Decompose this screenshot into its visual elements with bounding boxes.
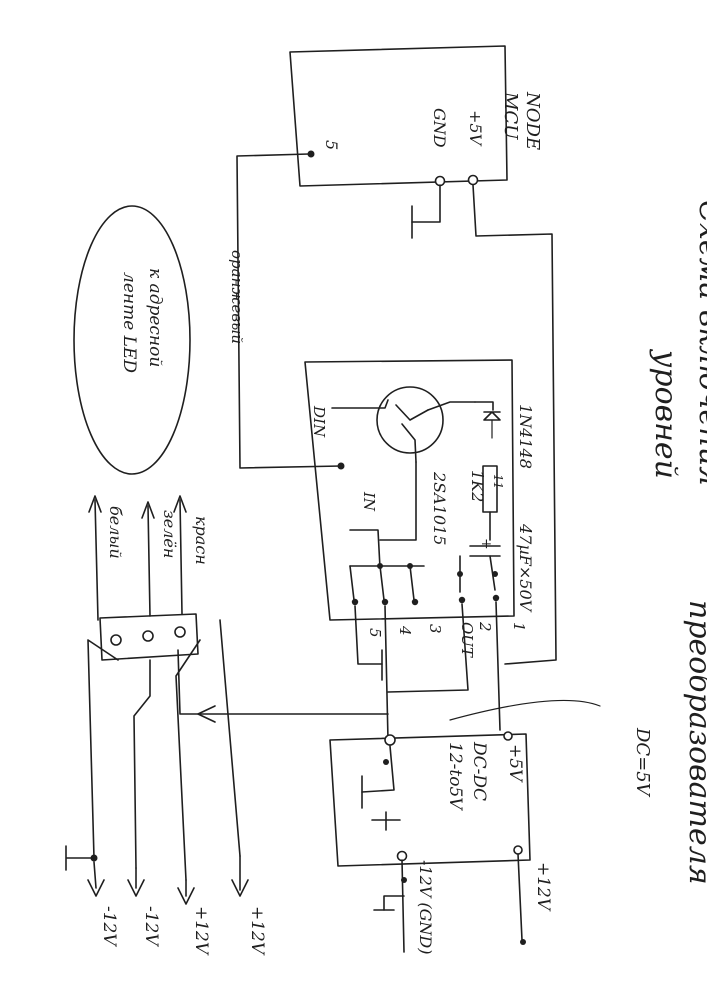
dcdc-in-minus: -12V (GND) xyxy=(416,860,435,955)
wire-white-label: белый xyxy=(106,506,125,559)
diode-label: 1N4148 xyxy=(516,404,535,469)
transistor-2sa1015 xyxy=(376,386,444,454)
led-note-line2: ленте LED xyxy=(119,272,139,373)
title-line2: уровней xyxy=(648,348,683,479)
dcdc-sub: 12-to5V xyxy=(445,742,465,811)
dcdc-out-plus: +5V xyxy=(505,744,525,783)
dcdc-title: DC-DC xyxy=(469,741,489,801)
mcu-pin-gnd-label: GND xyxy=(430,108,449,148)
supply-minus-1: -12V xyxy=(141,906,161,947)
capacitor-47uf xyxy=(469,545,501,557)
pin-label-5: 5 xyxy=(366,628,384,638)
pin-label-2: 2 xyxy=(476,621,494,632)
wire-orange-label: оранжевый xyxy=(228,250,246,344)
dcdc-in-plus: +12V xyxy=(533,862,553,912)
transistor-label: 2SA1015 xyxy=(430,471,449,545)
pin-label-3: 3 xyxy=(426,624,444,634)
din-label: DIN xyxy=(310,405,328,438)
capacitor-label: 47µF×50V xyxy=(516,523,535,613)
resistor-mark: 11 xyxy=(491,474,505,489)
dcdc-converter: DC-DC 12-to5V +5V xyxy=(329,731,531,867)
resistor-label: 1K2 xyxy=(468,470,487,502)
mcu-pin-d-label: 5 xyxy=(322,140,341,150)
mcu-name-line1: NODE xyxy=(522,91,543,150)
diagram-title: Схема включения уровней преобразователя … xyxy=(632,200,707,885)
title-line1: Схема включения xyxy=(692,200,707,486)
led-note: к адресной ленте LED xyxy=(73,205,191,475)
mcu-pin-gnd xyxy=(434,175,446,187)
wire-red-label: красн xyxy=(192,516,211,565)
wire-green-label: зелён xyxy=(160,510,179,558)
supply-minus-2: -12V xyxy=(99,906,119,947)
converter-pin-header xyxy=(351,594,500,606)
in-label: IN xyxy=(360,491,378,512)
mcu-pin-d xyxy=(307,150,315,158)
diode-1n4148 xyxy=(483,411,501,421)
level-converter-board: 2SA1015 1N4148 11 1K2 + 47µF×50V IN DIN xyxy=(304,359,535,658)
mcu-pin-5v-label: +5V xyxy=(466,110,485,147)
capacitor-polarity: + xyxy=(478,538,494,550)
dc-label: DC=5V xyxy=(632,727,653,798)
led-connector: красн зелён белый xyxy=(88,495,211,661)
pin-label-out: OUT xyxy=(458,622,476,658)
mcu-pin-5v xyxy=(467,174,479,186)
supply-plus-1: +12V xyxy=(247,906,267,956)
nodemcu-module: NODE MCU +5V GND 5 xyxy=(289,45,543,187)
pin-label-1: 1 xyxy=(510,622,528,632)
mcu-name-line2: MCU xyxy=(500,91,521,140)
led-note-line1: к адресной xyxy=(145,268,165,367)
supply-plus-2: +12V xyxy=(191,906,211,956)
title-line3: преобразователя xyxy=(682,600,707,885)
pin-label-4: 4 xyxy=(396,625,414,636)
